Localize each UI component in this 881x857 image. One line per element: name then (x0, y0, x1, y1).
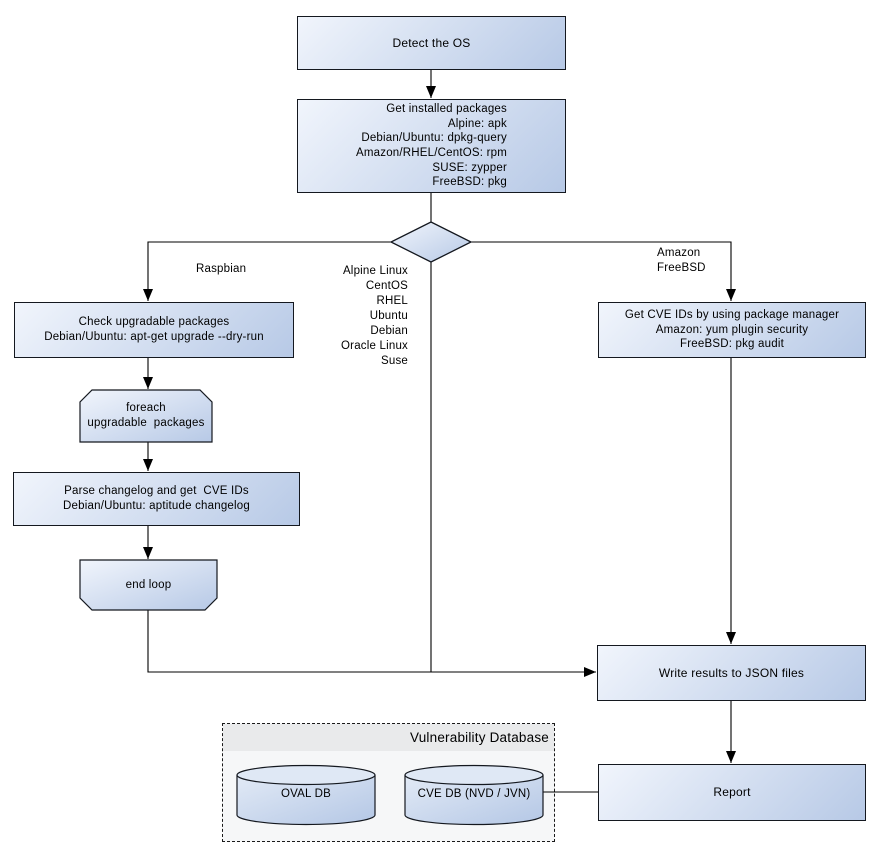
edge-endloop-to-write-results (147, 610, 596, 677)
oval-db-label: OVAL DB (281, 787, 331, 800)
node-parse-changelog-label: Parse changelog and get CVE IDs Debian/U… (63, 485, 250, 512)
node-get-cve-ids: Get CVE IDs by using package manager Ama… (598, 302, 866, 358)
cluster-title: Vulnerability Database (223, 724, 554, 751)
decision-diamond (389, 221, 473, 263)
node-write-results: Write results to JSON files (597, 645, 866, 701)
cve-db-label: CVE DB (NVD / JVN) (417, 787, 531, 800)
edge-label-os-list: Alpine Linux CentOS RHEL Ubuntu Debian O… (341, 265, 408, 367)
node-detect-os-label: Detect the OS (392, 35, 471, 50)
foreach-loop-label: foreach upgradable packages (87, 402, 205, 429)
node-get-cve-ids-label: Get CVE IDs by using package manager Ama… (624, 308, 840, 351)
oval-db-label-box: OVAL DB (237, 772, 375, 816)
node-check-upgradable: Check upgradable packages Debian/Ubuntu:… (14, 302, 294, 358)
node-get-installed-packages-label: Get installed packages Alpine: apk Debia… (356, 102, 507, 189)
edge-label-raspbian: Raspbian (196, 263, 247, 275)
node-detect-os: Detect the OS (297, 16, 566, 70)
node-report: Report (598, 764, 866, 821)
node-get-installed-packages: Get installed packages Alpine: apk Debia… (297, 99, 566, 193)
shape-end-loop-label-box: end loop (80, 560, 217, 610)
shape-foreach-loop-label-box: foreach upgradable packages (80, 390, 212, 442)
node-report-label: Report (713, 785, 751, 800)
node-parse-changelog: Parse changelog and get CVE IDs Debian/U… (13, 472, 300, 526)
node-check-upgradable-label: Check upgradable packages Debian/Ubuntu:… (44, 316, 264, 343)
node-write-results-label: Write results to JSON files (658, 665, 805, 680)
end-loop-label: end loop (125, 578, 172, 591)
edge-label-amazon-freebsd: Amazon FreeBSD (657, 247, 706, 274)
cve-db-label-box: CVE DB (NVD / JVN) (405, 772, 543, 816)
